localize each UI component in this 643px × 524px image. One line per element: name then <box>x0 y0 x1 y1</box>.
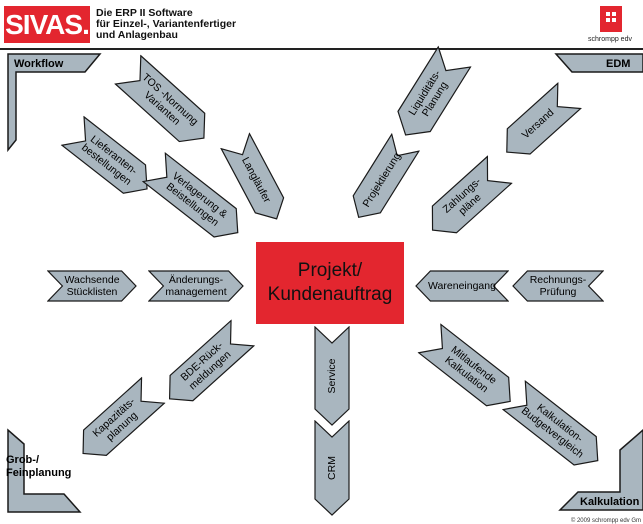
arrow-aenderungs: Änderungs-management <box>148 270 244 302</box>
arrow-shape-projektierung <box>352 132 421 219</box>
corner-kalkulation-shape <box>558 429 643 511</box>
arrow-label-line: Service <box>326 358 338 394</box>
arrow-label-aenderungs: Änderungs-management <box>148 270 244 302</box>
copyright: © 2009 schrompp edv Gm <box>570 518 641 524</box>
arrow-shape-wachsende <box>47 270 137 302</box>
arrow-crm: CRM <box>314 420 350 516</box>
arrow-liquiditaet: Liquiditäts-Planung <box>388 45 472 147</box>
arrow-verlagerung: Verlagerung &Beistellungen <box>141 151 251 248</box>
tagline-line-2: für Einzel-, Variantenfertiger <box>96 18 237 30</box>
arrow-zahlungsplaene: Zahlungs-pläne <box>419 155 513 245</box>
arrow-shape-langlaeufer <box>220 132 285 220</box>
corner-edm: EDM <box>606 58 631 70</box>
arrow-service: Service <box>314 326 350 426</box>
arrow-shape-crm <box>314 420 350 516</box>
arrow-shape-lieferanten <box>60 115 148 194</box>
arrow-label-line: management <box>165 286 227 298</box>
center-projekt-kundenauftrag: Projekt/ Kundenauftrag <box>256 242 404 324</box>
arrow-label-wareneingang: Wareneingang <box>415 270 509 302</box>
sivas-logo: SIVAS. <box>4 6 90 43</box>
arrow-kapazitaet: Kapazitäts-planung <box>70 376 166 468</box>
arrow-shape-bde <box>168 319 256 402</box>
arrow-langlaeufer: Langläufer <box>220 132 292 227</box>
arrow-shape-wareneingang <box>415 270 509 302</box>
arrow-shape-zahlungsplaene <box>431 155 513 234</box>
arrow-label-line: Stücklisten <box>66 286 118 298</box>
arrow-shape-kapazitaet <box>82 376 166 456</box>
arrow-shape-tos-normung <box>114 54 206 143</box>
arrow-label-line: Wachsende <box>64 274 120 286</box>
arrow-label-line: Versand <box>519 106 557 142</box>
center-line-1: Projekt/ <box>297 260 363 281</box>
arrow-shape-versand <box>506 81 582 155</box>
arrow-budget: Kalkulation-Budgetvergleich <box>501 379 611 476</box>
arrow-rechnungs: Rechnungs-Prüfung <box>512 270 604 302</box>
header-divider <box>0 48 643 50</box>
tagline-line-1: Die ERP II Software <box>96 7 193 19</box>
arrow-label-line: CRM <box>326 456 338 480</box>
arrow-shape-verlagerung <box>141 151 239 238</box>
arrow-label-line: Änderungs- <box>168 274 224 286</box>
arrow-shape-aenderungs <box>148 270 244 302</box>
arrow-shape-budget <box>501 379 599 466</box>
arrow-label-line: Wareneingang <box>428 280 496 292</box>
corner-workflow: Workflow <box>14 58 64 70</box>
brand-logo-icon <box>600 6 622 32</box>
corner-edm-shape <box>554 53 643 73</box>
arrow-wareneingang: Wareneingang <box>415 270 509 302</box>
arrow-label-crm: CRM <box>314 420 350 516</box>
corner-grob-line-1: Grob-/ <box>6 454 39 466</box>
arrow-shape-liquiditaet <box>397 45 472 136</box>
arrow-lieferanten: Lieferanten-bestellungen <box>60 115 159 204</box>
arrow-projektierung: Projektierung <box>344 132 421 227</box>
corner-workflow-shape <box>7 53 102 153</box>
corner-kalkulation: Kalkulation <box>580 496 640 508</box>
arrow-shape-service <box>314 326 350 426</box>
corner-grob-shape <box>7 428 82 513</box>
tagline-line-3: und Anlagenbau <box>96 29 178 41</box>
arrow-shape-mitlaufende <box>417 323 511 407</box>
tagline: Die ERP II Software für Einzel-, Variant… <box>96 8 236 41</box>
arrow-bde: BDE-Rück-meldungen <box>157 319 256 413</box>
brand-name: schrompp edv <box>588 36 632 43</box>
arrow-label-line: Prüfung <box>539 286 577 298</box>
corner-grob-feinplanung: Grob-/ Feinplanung <box>6 454 71 480</box>
corner-grob-line-2: Feinplanung <box>6 467 72 479</box>
arrow-label-line: Rechnungs- <box>529 274 587 286</box>
arrow-label-service: Service <box>314 326 350 426</box>
arrow-shape-rechnungs <box>512 270 604 302</box>
arrow-label-rechnungs: Rechnungs-Prüfung <box>512 270 604 302</box>
center-line-2: Kundenauftrag <box>267 284 393 305</box>
arrow-versand: Versand <box>494 81 582 166</box>
